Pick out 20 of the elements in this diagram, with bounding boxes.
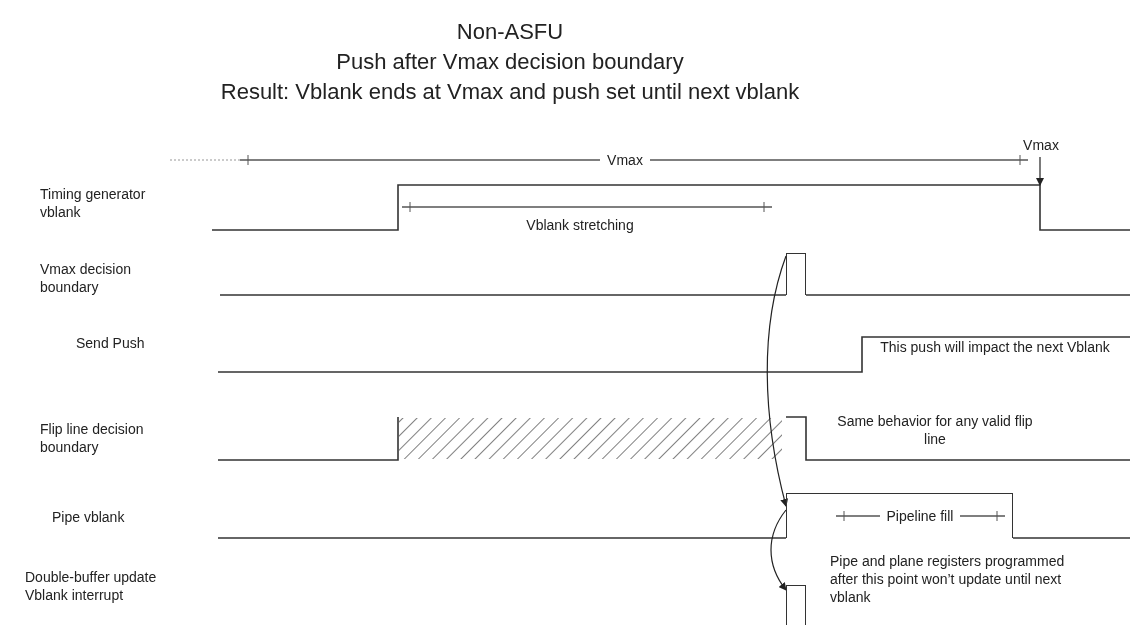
arrow	[766, 255, 789, 507]
arrow	[1036, 156, 1044, 186]
annotation-text: This push will impact the next Vblank	[880, 338, 1110, 356]
subtitle: Push after Vmax decision boundary	[335, 48, 685, 76]
signal-name: Pipe vblank	[51, 508, 126, 526]
title: Non-ASFU	[455, 18, 565, 46]
marker-label: Vmax	[1018, 136, 1064, 156]
signal-name: Double-buffer update Vblank interrupt	[25, 568, 158, 604]
dimension-label: Pipeline fill	[880, 507, 960, 525]
arrow	[770, 509, 787, 591]
signal-name: Timing generator vblank	[40, 185, 147, 221]
signal-pulse	[786, 585, 806, 625]
signal-name: Send Push	[75, 334, 146, 352]
signal-pulse	[786, 253, 806, 295]
subtitle: Result: Vblank ends at Vmax and push set until next vblank	[219, 78, 801, 106]
signal-name: Flip line decision boundary	[40, 420, 145, 456]
annotation-text: Same behavior for any valid flip line	[836, 412, 1034, 448]
signal-name: Vmax decision boundary	[40, 260, 133, 296]
dimension-label: Vblank stretching	[525, 216, 635, 234]
annotation-text: Pipe and plane registers programmed after this point won’t update until next vblank	[830, 552, 1065, 606]
